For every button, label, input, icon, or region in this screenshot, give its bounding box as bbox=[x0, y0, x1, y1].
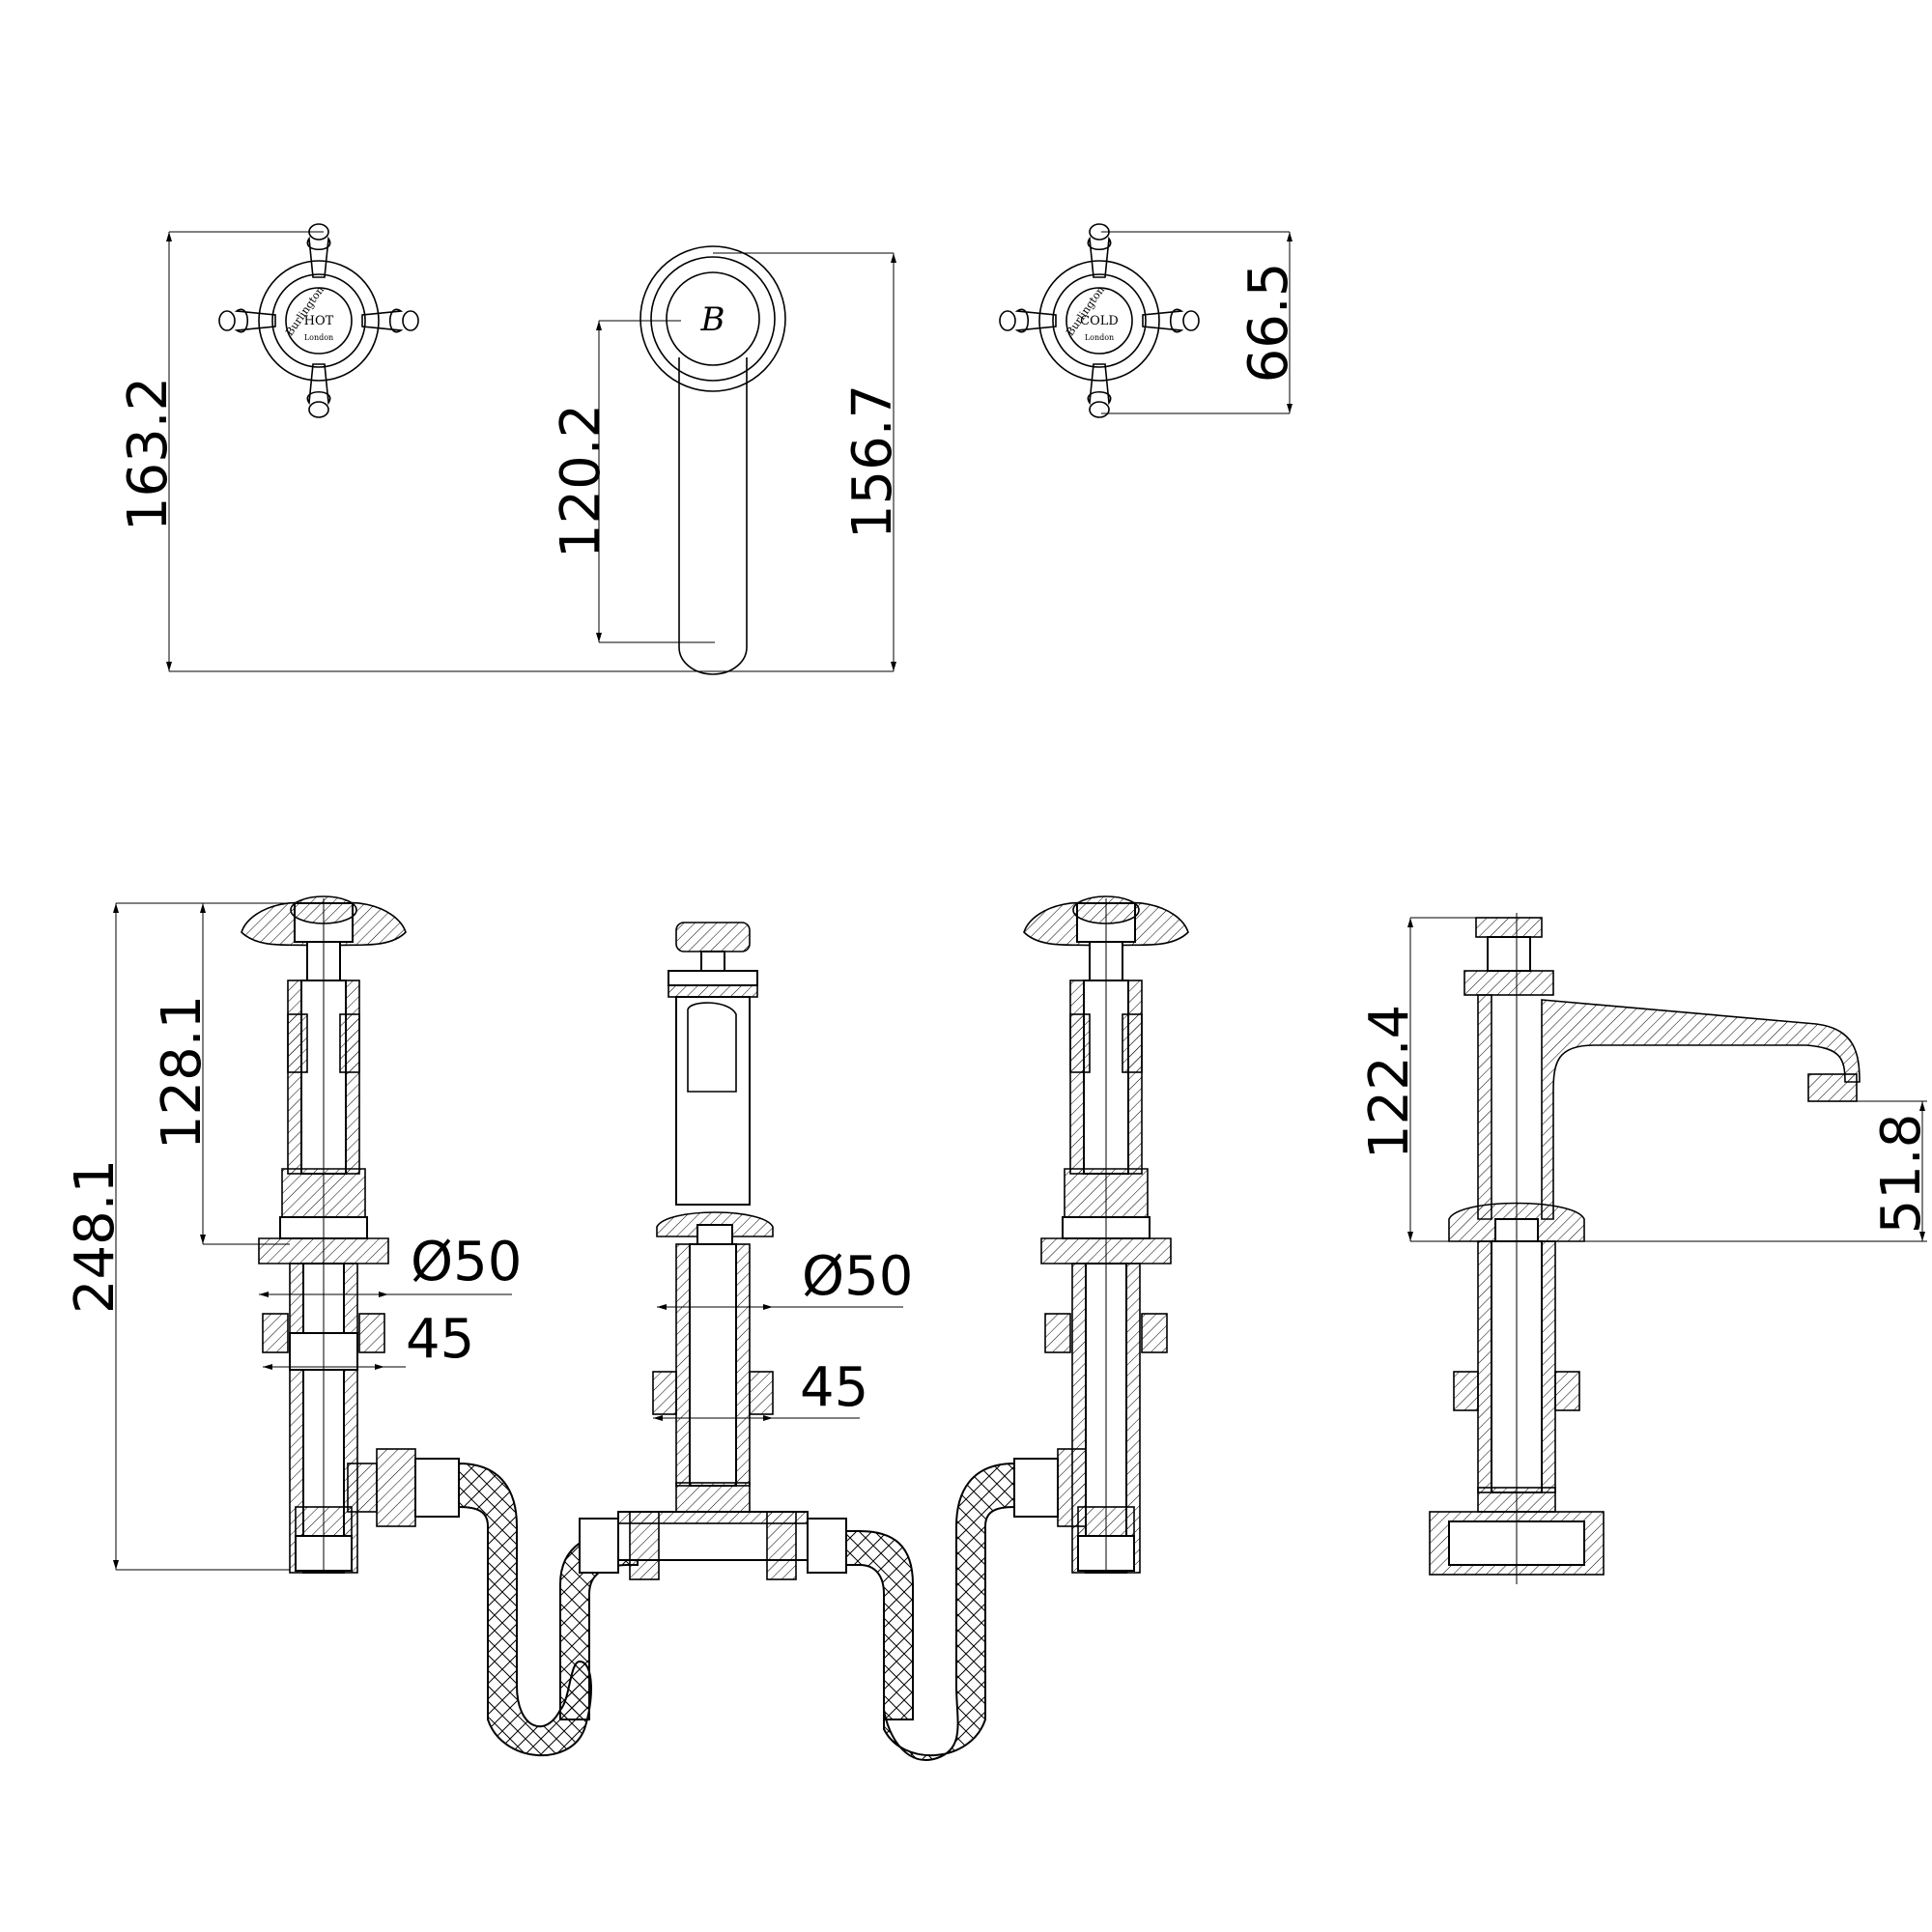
cold-handle-city: London bbox=[1085, 333, 1114, 342]
hot-handle-city: London bbox=[304, 333, 333, 342]
dim-left-flange-diameter: Ø50 bbox=[411, 1231, 522, 1293]
dim-overall-height: 163.2 bbox=[117, 377, 180, 531]
center-spout-section bbox=[579, 922, 847, 1580]
spout-front: B bbox=[639, 245, 786, 675]
hot-handle-label: HOT bbox=[304, 314, 334, 328]
elevation-view: 248.1 128.1 Ø50 45 Ø50 45 bbox=[64, 895, 1189, 1761]
cold-handle-label: COLD bbox=[1080, 314, 1119, 328]
spout-logo: B bbox=[700, 300, 725, 339]
side-view: 122.4 51.8 bbox=[1358, 913, 1932, 1584]
plan-dimension-lines bbox=[166, 231, 1293, 672]
cold-handle-front: Burlington COLD London bbox=[999, 223, 1200, 418]
dim-left-shank-diameter: 45 bbox=[406, 1308, 474, 1371]
side-dimension-lines bbox=[1407, 917, 1927, 1242]
hot-handle-brand: Burlington bbox=[283, 284, 327, 338]
dim-side-height: 122.4 bbox=[1358, 1005, 1421, 1159]
dim-spout-length: 120.2 bbox=[550, 404, 612, 558]
cold-handle-brand: Burlington bbox=[1064, 284, 1107, 338]
plan-view: Burlington HOT London B Burlington bbox=[117, 223, 1300, 675]
dim-center-shank-diameter: 45 bbox=[800, 1356, 868, 1419]
hot-handle-front: Burlington HOT London bbox=[218, 223, 419, 418]
right-valve-section bbox=[1023, 895, 1189, 1574]
dim-handle-height: 66.5 bbox=[1237, 263, 1300, 384]
left-valve-section bbox=[241, 895, 407, 1574]
dim-spout-outlet-height: 51.8 bbox=[1870, 1114, 1932, 1235]
dim-elevation-overall-height: 248.1 bbox=[64, 1159, 127, 1314]
dim-spout-height: 156.7 bbox=[841, 384, 904, 539]
dim-center-flange-diameter: Ø50 bbox=[802, 1245, 913, 1308]
dim-above-deck-height: 128.1 bbox=[151, 995, 213, 1150]
left-hose bbox=[347, 1448, 639, 1757]
elevation-dimension-lines bbox=[113, 902, 903, 1571]
